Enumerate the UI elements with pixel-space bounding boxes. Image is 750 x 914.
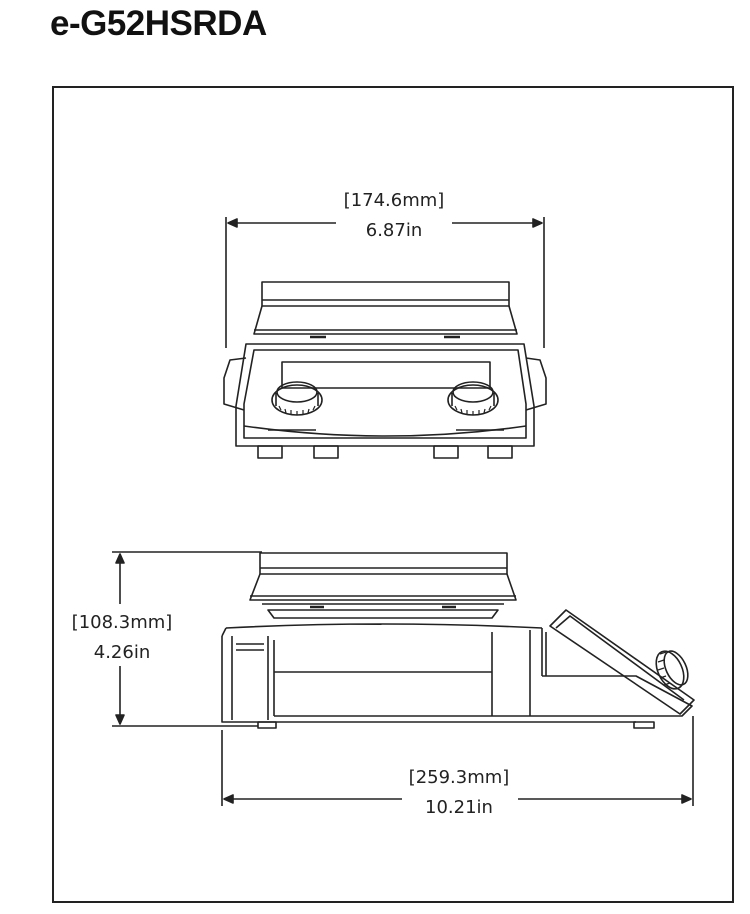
depth-mm-label: [259.3mm] bbox=[409, 767, 510, 788]
height-in-label: 4.26in bbox=[94, 642, 151, 663]
width-mm-label: [174.6mm] bbox=[344, 190, 445, 211]
model-title: e-G52HSRDA bbox=[50, 4, 267, 43]
depth-in-label: 10.21in bbox=[425, 797, 493, 818]
side-view bbox=[112, 551, 695, 806]
height-mm-label: [108.3mm] bbox=[72, 612, 173, 633]
front-view bbox=[223, 217, 547, 459]
width-in-label: 6.87in bbox=[366, 220, 423, 241]
drawing-frame bbox=[52, 86, 734, 903]
